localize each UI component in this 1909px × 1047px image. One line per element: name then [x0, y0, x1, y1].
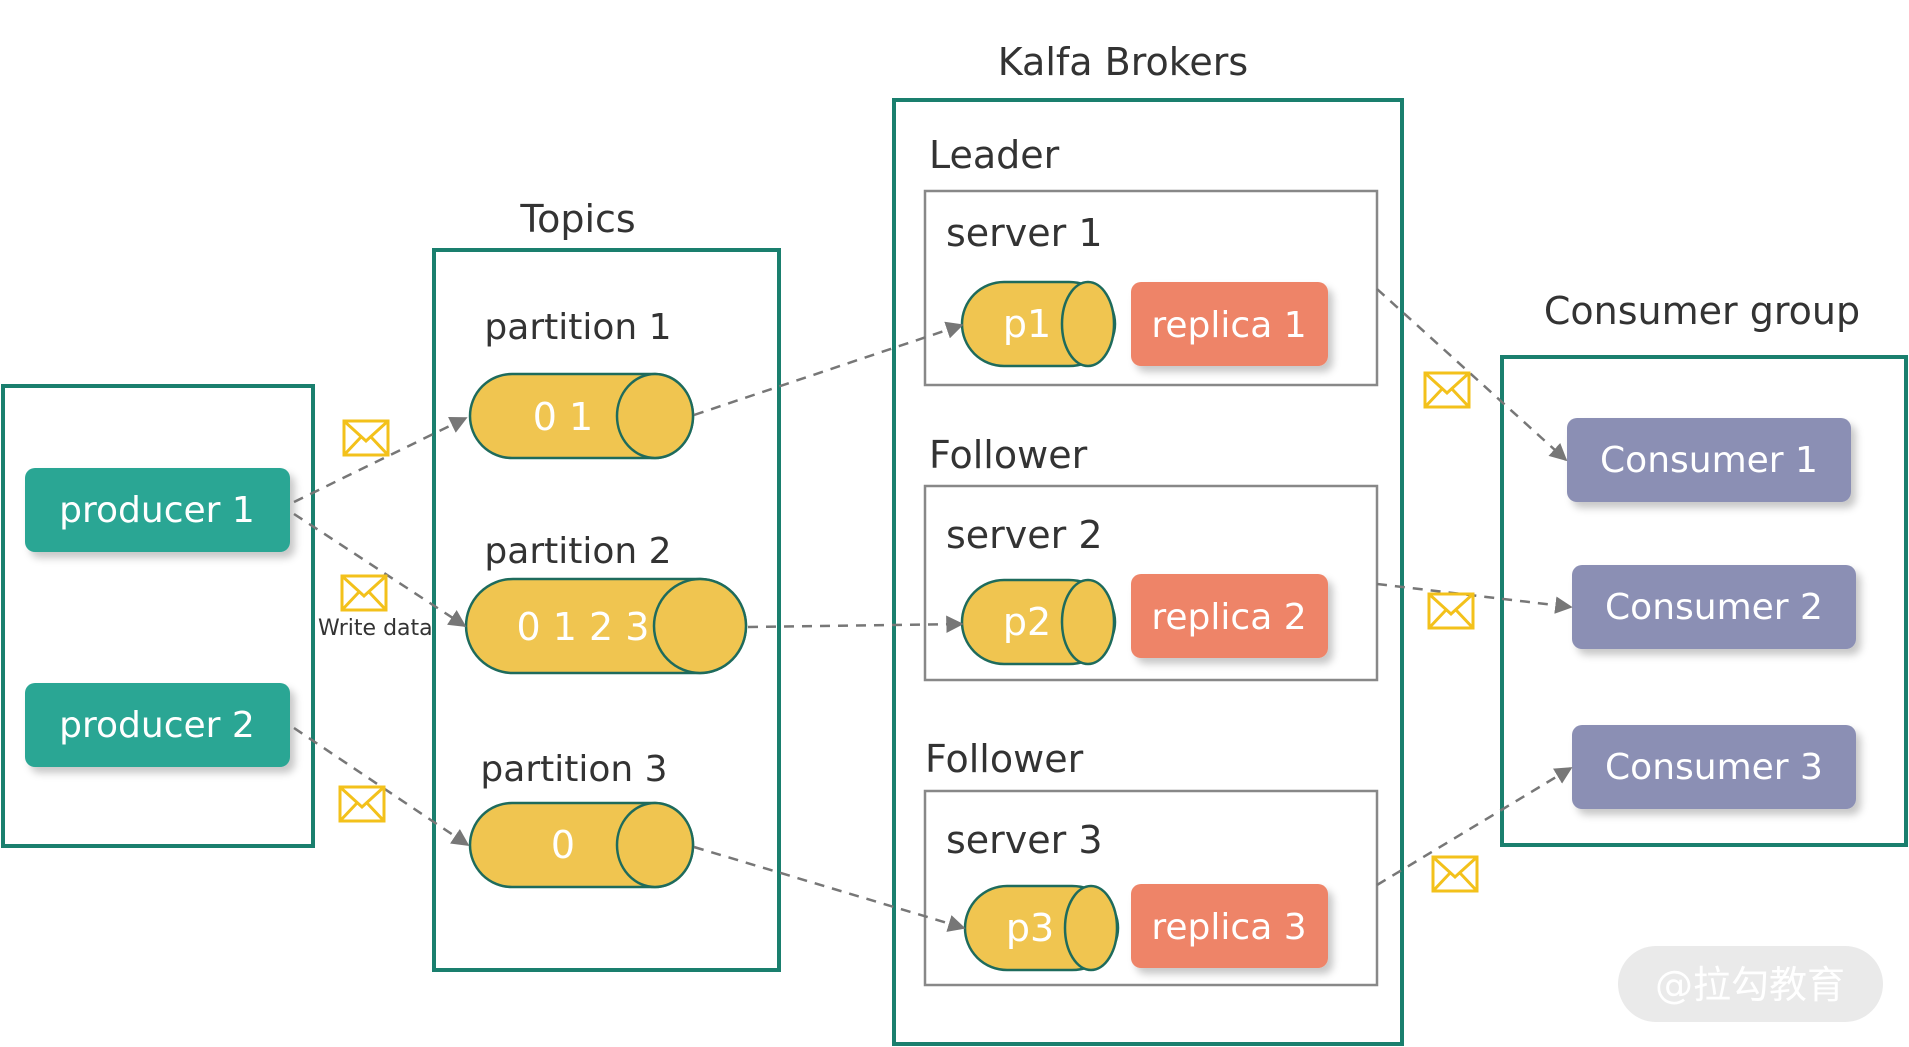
- arrow-producer1-partition1: [293, 416, 468, 504]
- follower-2-label: Follower: [925, 737, 1084, 781]
- arrow-partition3-p3: [693, 845, 966, 932]
- envelope-icon-server1: [1423, 371, 1471, 409]
- p2-label: p2: [1003, 600, 1051, 644]
- partition-2-cylinder: 0 1 2 3: [464, 577, 748, 675]
- partition-1-label: partition 1: [484, 307, 671, 348]
- watermark-text: @拉勾教育: [1655, 963, 1845, 1007]
- arrow-producer1-partition2: [293, 512, 467, 628]
- brokers-heading: Kalfa Brokers: [998, 40, 1248, 84]
- watermark: @拉勾教育: [1618, 946, 1883, 1022]
- envelope-icon-server3: [1431, 855, 1479, 893]
- envelope-icon-producer1-top: [342, 419, 390, 457]
- replica-3-box: replica 3: [1131, 884, 1328, 968]
- server-3-label: server 3: [946, 818, 1103, 862]
- p3-label: p3: [1006, 906, 1054, 950]
- replica-3-label: replica 3: [1151, 907, 1306, 948]
- p1-label: p1: [1003, 302, 1051, 346]
- arrow-server1-consumer1: [1376, 288, 1568, 462]
- partition-3-offsets: 0: [551, 823, 575, 867]
- server-1-box: [923, 189, 1379, 387]
- arrow-partition1-p1: [693, 321, 964, 417]
- consumer-1-box[interactable]: Consumer 1: [1567, 418, 1851, 502]
- leader-label: Leader: [929, 133, 1060, 177]
- producer-1-label: producer 1: [59, 490, 255, 531]
- partition-2-offsets: 0 1 2 3: [517, 605, 650, 649]
- server-1-label: server 1: [946, 211, 1103, 255]
- consumer-3-label: Consumer 3: [1605, 747, 1823, 788]
- producer-2-label: producer 2: [59, 705, 255, 746]
- partition-2-label: partition 2: [484, 531, 671, 572]
- envelope-icon-server2: [1427, 592, 1475, 630]
- topics-heading: Topics: [519, 197, 635, 241]
- envelope-icon-producer1-bottom: [340, 574, 388, 612]
- envelope-icon-producer2: [338, 785, 386, 823]
- partition-3-label: partition 3: [480, 749, 667, 790]
- follower-1-label: Follower: [929, 433, 1088, 477]
- p1-cylinder: p1: [960, 280, 1117, 368]
- consumer-3-box[interactable]: Consumer 3: [1572, 725, 1856, 809]
- partition-1-cylinder: 0 1: [468, 372, 695, 460]
- server-2-box: [923, 484, 1379, 682]
- replica-2-label: replica 2: [1151, 597, 1306, 638]
- brokers-frame: [892, 98, 1404, 1046]
- arrow-server3-consumer3: [1376, 766, 1573, 887]
- consumer-group-heading: Consumer group: [1544, 289, 1860, 333]
- consumer-group-frame: [1500, 355, 1908, 847]
- partition-1-offsets: 0 1: [533, 395, 593, 439]
- write-data-label: Write data: [318, 616, 433, 641]
- producers-frame: [1, 384, 315, 848]
- server-2-label: server 2: [946, 513, 1103, 557]
- partition-3-cylinder: 0: [468, 801, 695, 889]
- producer-1-button[interactable]: producer 1: [25, 468, 290, 552]
- consumer-1-label: Consumer 1: [1600, 440, 1818, 481]
- replica-2-box: replica 2: [1131, 574, 1328, 658]
- server-3-box: [923, 789, 1379, 987]
- consumer-2-box[interactable]: Consumer 2: [1572, 565, 1856, 649]
- producer-2-button[interactable]: producer 2: [25, 683, 290, 767]
- replica-1-box: replica 1: [1131, 282, 1328, 366]
- replica-1-label: replica 1: [1151, 305, 1306, 346]
- topics-frame: [432, 248, 781, 972]
- consumer-2-label: Consumer 2: [1605, 587, 1823, 628]
- p2-cylinder: p2: [960, 578, 1117, 666]
- p3-cylinder: p3: [963, 884, 1120, 972]
